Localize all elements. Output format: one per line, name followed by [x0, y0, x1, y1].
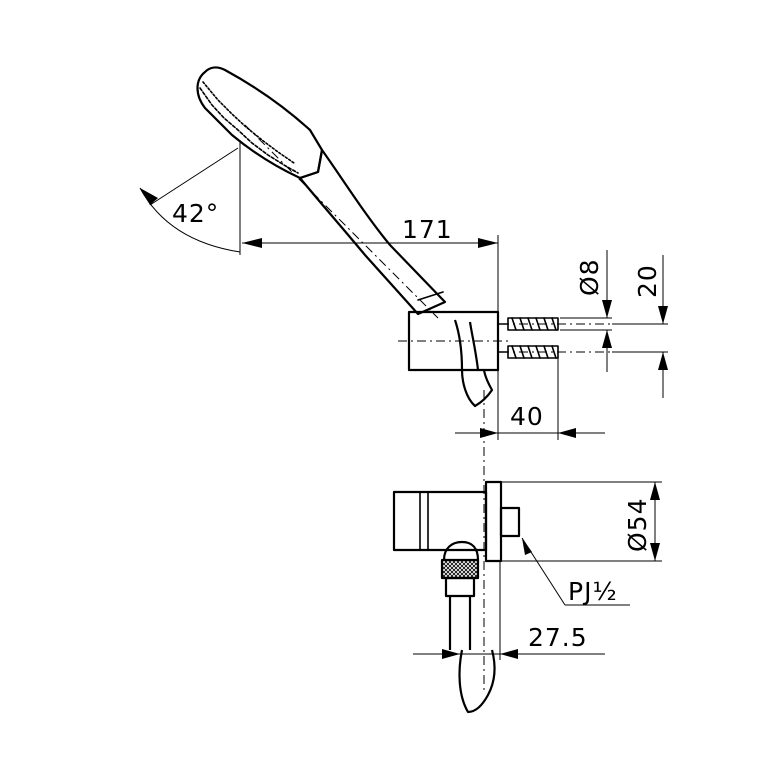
- spacing-dimension-20: 20: [612, 255, 668, 398]
- wall-outlet: [392, 480, 521, 714]
- flange-diameter-label: Ø54: [623, 498, 652, 553]
- depth-dimension-40: 40: [455, 358, 605, 440]
- angle-label: 42°: [172, 199, 219, 228]
- diameter-dimension-8: Ø8: [560, 250, 612, 372]
- shower-handle: [298, 148, 447, 316]
- spray-face: [199, 87, 299, 174]
- hose-outlet: [460, 369, 494, 408]
- offset-dimension-27-5: 27.5: [413, 562, 605, 660]
- length-label: 171: [402, 215, 453, 244]
- hose-nut: [440, 558, 480, 580]
- hand-shower: [196, 66, 447, 319]
- outlet-thread: [499, 506, 521, 538]
- hose: [448, 596, 472, 650]
- outlet-body: [392, 490, 488, 552]
- shower-head: [196, 66, 324, 180]
- wall-bracket: [398, 310, 612, 408]
- flange-diameter-dimension: Ø54: [501, 481, 662, 562]
- offset-label: 27.5: [528, 623, 588, 652]
- length-dimension-171: 171: [242, 215, 499, 312]
- angle-dimension: 42°: [139, 140, 241, 255]
- spacing-label: 20: [633, 264, 662, 298]
- thread-leader: PJ½: [521, 537, 630, 606]
- depth-label: 40: [510, 402, 544, 431]
- nut-lower: [444, 576, 476, 598]
- diameter-small-label: Ø8: [575, 258, 604, 296]
- outlet-flange: [484, 480, 503, 563]
- thread-label: PJ½: [568, 577, 618, 606]
- elbow: [442, 540, 480, 561]
